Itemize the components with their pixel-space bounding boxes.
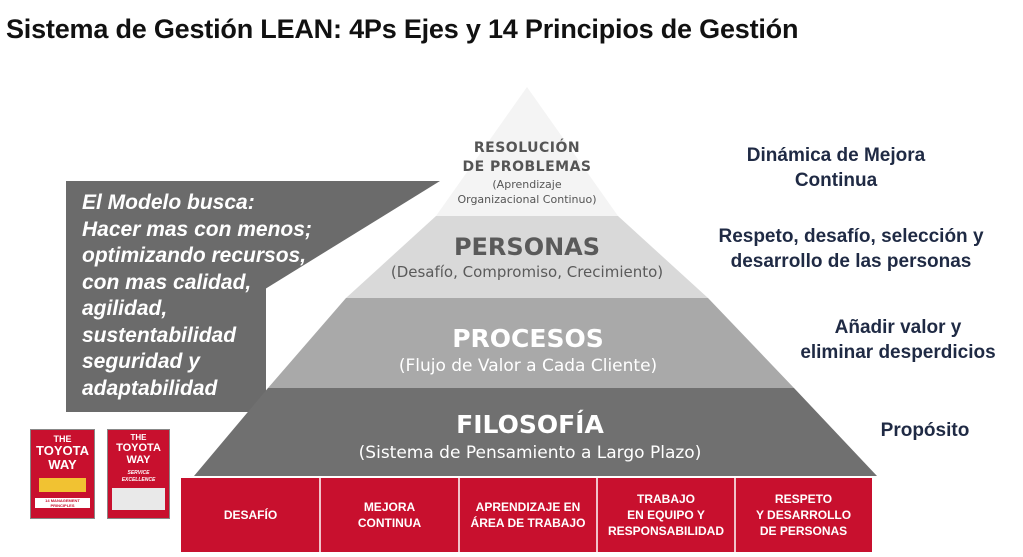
right-label-apex: Dinámica de Mejora Continua	[746, 145, 926, 191]
right-label-filosofia: Propósito	[880, 420, 970, 441]
base-cell-mejora-continua: MEJORA CONTINUA	[357, 500, 422, 530]
page-title: Sistema de Gestión LEAN: 4Ps Ejes y 14 P…	[6, 14, 799, 44]
model-box-text: El Modelo busca: Hacer mas con menos; op…	[82, 190, 312, 402]
model-line: con mas calidad,	[82, 270, 252, 294]
base-cell-respeto: RESPETO Y DESARROLLO DE PERSONAS	[755, 492, 852, 538]
apex-label: RESOLUCIÓN DE PROBLEMAS (Aprendizaje Org…	[457, 140, 597, 206]
model-line: El Modelo busca:	[82, 191, 255, 214]
procesos-label: PROCESOS (Flujo de Valor a Cada Cliente)	[398, 324, 658, 376]
base-cell-trabajo-equipo: TRABAJO EN EQUIPO Y RESPONSABILIDAD	[607, 492, 724, 538]
base-cell-desafio: DESAFÍO	[223, 508, 278, 522]
personas-label: PERSONAS (Desafío, Compromiso, Crecimien…	[390, 233, 664, 281]
pyramid-level-procesos	[268, 298, 794, 388]
base-row	[181, 478, 872, 552]
model-line: Hacer mas con menos;	[82, 217, 312, 241]
model-line: sustentabilidad	[82, 323, 237, 347]
right-label-personas: Respeto, desafío, selección y desarrollo…	[718, 226, 984, 272]
base-cell-aprendizaje: APRENDIZAJE EN ÁREA DE TRABAJO	[470, 500, 586, 530]
book-cover-toyota-way: THE TOYOTA WAY 14 MANAGEMENT PRINCIPLES	[30, 429, 95, 519]
filosofia-label: FILOSOFÍA (Sistema de Pensamiento a Larg…	[358, 410, 702, 463]
model-line: optimizando recursos,	[82, 244, 307, 267]
model-box-body	[66, 181, 266, 412]
pyramid-level-apex	[436, 87, 618, 216]
book-cover-toyota-way-service: THE TOYOTA WAY SERVICE EXCELLENCE	[107, 429, 170, 519]
right-label-procesos: Añadir valor y eliminar desperdicios	[800, 317, 996, 363]
model-line: agilidad,	[82, 297, 168, 320]
pyramid-level-filosofia	[194, 388, 877, 476]
model-line: seguridad y	[82, 350, 200, 373]
pyramid-level-personas	[346, 216, 708, 298]
model-line: adaptabilidad	[82, 376, 218, 400]
